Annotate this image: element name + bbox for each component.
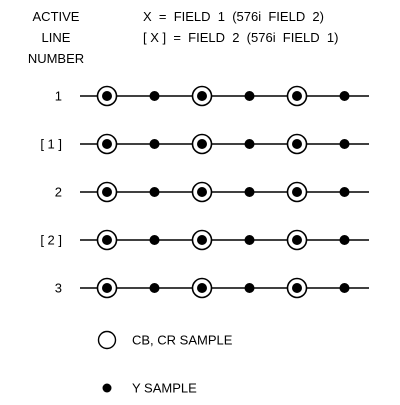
cbcr-y-cosited-sample-y-dot [197, 235, 207, 245]
cbcr-y-cosited-sample-y-dot [102, 91, 112, 101]
cbcr-y-cosited-sample [191, 181, 213, 203]
y-sample [244, 91, 255, 101]
cbcr-y-cosited-sample [96, 229, 118, 251]
y-sample [339, 187, 350, 197]
y-sample [149, 235, 160, 245]
cbcr-y-cosited-sample-y-dot [102, 235, 112, 245]
cbcr-y-cosited-sample-y-dot [197, 139, 207, 149]
cbcr-y-cosited-sample-y-dot [197, 91, 207, 101]
cbcr-y-cosited-sample [286, 181, 308, 203]
line-number-label: 3 [55, 281, 62, 296]
y-sample [339, 235, 350, 245]
cbcr-y-cosited-sample [96, 277, 118, 299]
active-line-row: 2 [55, 181, 369, 203]
y-sample [244, 235, 255, 245]
cbcr-y-cosited-sample [286, 85, 308, 107]
cbcr-y-cosited-sample [96, 133, 118, 155]
legend-item-cbcr: CB, CR SAMPLE [97, 330, 233, 350]
line-number-label: [ 1 ] [40, 137, 62, 152]
y-sample [339, 283, 350, 293]
cbcr-y-cosited-sample [96, 85, 118, 107]
cbcr-y-cosited-sample [191, 229, 213, 251]
legend-label: CB, CR SAMPLE [132, 333, 233, 348]
cbcr-y-cosited-sample [96, 181, 118, 203]
line-number-label: 2 [55, 185, 62, 200]
legend-cbcr-symbol [97, 330, 117, 350]
cbcr-y-cosited-sample-y-dot [292, 187, 302, 197]
active-line-row: 1 [55, 85, 369, 107]
cbcr-y-cosited-sample [286, 277, 308, 299]
cbcr-y-cosited-sample-y-dot [292, 283, 302, 293]
cbcr-y-cosited-sample [191, 133, 213, 155]
header-field-definition-1: X = FIELD 1 (576i FIELD 2) [143, 9, 324, 24]
y-sample [244, 187, 255, 197]
cbcr-y-cosited-sample-y-dot [197, 283, 207, 293]
y-sample [149, 283, 160, 293]
y-sample [244, 139, 255, 149]
cbcr-y-cosited-sample-y-dot [197, 187, 207, 197]
y-sample [149, 139, 160, 149]
active-line-row: [ 2 ] [40, 229, 369, 251]
header-field-definition-2: [ X ] = FIELD 2 (576i FIELD 1) [143, 30, 338, 45]
cbcr-y-cosited-sample-y-dot [292, 235, 302, 245]
cbcr-y-cosited-sample-y-dot [102, 139, 112, 149]
cbcr-y-cosited-sample-y-dot [292, 91, 302, 101]
header-left-line-3: NUMBER [28, 51, 84, 66]
legend-y-symbol [102, 383, 112, 393]
legend-item-y: Y SAMPLE [102, 381, 197, 396]
line-number-label: 1 [55, 89, 62, 104]
cbcr-y-cosited-sample-y-dot [102, 283, 112, 293]
header-left-line-1: ACTIVE [33, 9, 80, 24]
cbcr-y-cosited-sample-y-dot [102, 187, 112, 197]
active-line-row: [ 1 ] [40, 133, 369, 155]
y-sample [244, 283, 255, 293]
line-number-label: [ 2 ] [40, 233, 62, 248]
cbcr-y-cosited-sample [286, 229, 308, 251]
cbcr-y-cosited-sample [191, 85, 213, 107]
sample-rows: 1 [ 1 ] 2 [ 2 ] 3 [40, 85, 369, 299]
y-sample [339, 91, 350, 101]
legend: CB, CR SAMPLE Y SAMPLE [97, 330, 233, 396]
header-left-line-2: LINE [42, 30, 71, 45]
cbcr-y-cosited-sample [191, 277, 213, 299]
legend-label: Y SAMPLE [132, 381, 197, 396]
active-line-row: 3 [55, 277, 369, 299]
cbcr-y-cosited-sample-y-dot [292, 139, 302, 149]
y-sample [149, 187, 160, 197]
y-sample [339, 139, 350, 149]
y-sample [149, 91, 160, 101]
cbcr-y-cosited-sample [286, 133, 308, 155]
